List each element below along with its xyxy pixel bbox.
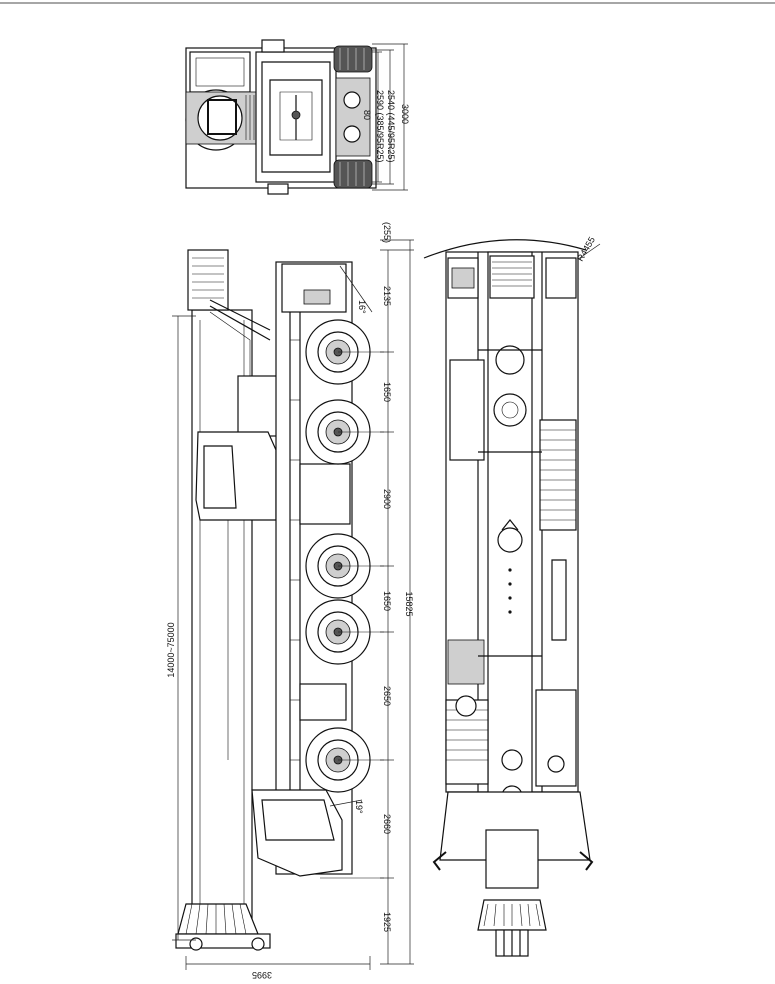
axle-spacing-1: 2135 bbox=[382, 286, 392, 306]
side-dimension-lines bbox=[172, 239, 414, 970]
dim-top-width-a: 2590 (385/95R25) bbox=[375, 90, 385, 163]
dim-top-small: 80 bbox=[362, 110, 372, 120]
plan-view bbox=[423, 239, 601, 957]
axle-spacing-2: 1650 bbox=[382, 382, 392, 402]
axle-spacing-4: 1650 bbox=[382, 591, 392, 611]
axle-spacing-7: 1925 bbox=[382, 912, 392, 932]
dim-side-top-offset: (255) bbox=[382, 222, 392, 243]
axle-spacing-3: 2900 bbox=[382, 489, 392, 509]
axle-spacing-5: 2650 bbox=[382, 686, 392, 706]
overall-length: 15825 bbox=[404, 591, 414, 616]
dim-top-overall: 3000 bbox=[400, 104, 410, 124]
dim-top-width-b: 2540 (445/95R25) bbox=[386, 90, 396, 163]
boom-length: 14000~75000 bbox=[166, 622, 176, 677]
angle-front: 16° bbox=[357, 300, 367, 314]
angle-rear: 19° bbox=[354, 800, 364, 814]
axle-spacing-6: 2660 bbox=[382, 814, 392, 834]
rear-elevation-view bbox=[185, 39, 408, 195]
plan-radius: R4455 bbox=[575, 235, 597, 263]
bottom-width: 3995 bbox=[252, 970, 272, 980]
